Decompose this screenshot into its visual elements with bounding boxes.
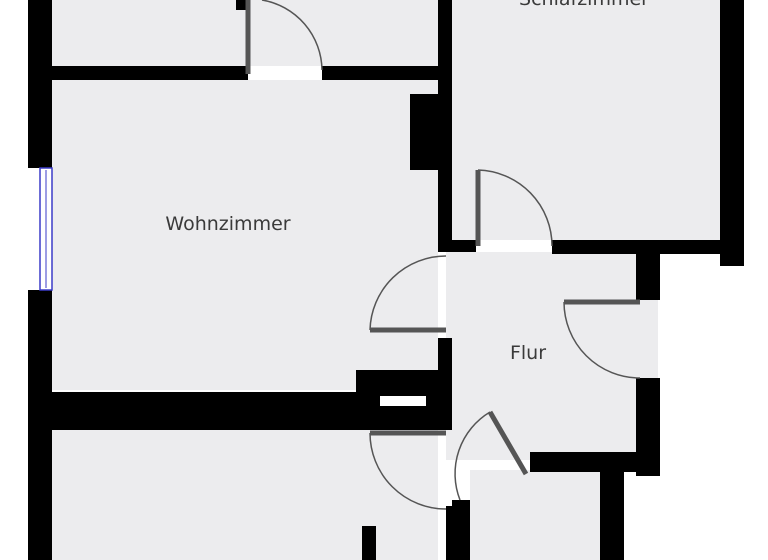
walls — [28, 0, 744, 560]
wall-bottom-middle-right — [600, 472, 624, 560]
wall-left-upper — [28, 0, 52, 168]
room-label-schlafzimmer: Schlafzimmer — [519, 0, 649, 10]
wall-flur-bottom — [530, 452, 660, 472]
floor-flur-lower — [446, 400, 636, 460]
wall-left-lower — [28, 290, 52, 560]
door-swing-arc — [369, 432, 447, 510]
floor-flur — [446, 252, 636, 412]
wall-horizontal-bump — [356, 370, 438, 392]
door-swing-arc — [563, 301, 641, 379]
doors — [245, 0, 641, 510]
floor-wohnzimmer — [52, 80, 438, 390]
wall-horizontal-main — [52, 392, 438, 430]
wall-top-room-bottom-left — [52, 66, 248, 80]
floor-top-left-room — [52, 0, 438, 66]
room-label-wohnzimmer: Wohnzimmer — [165, 213, 290, 235]
door-swing-arc — [454, 411, 491, 501]
window — [39, 167, 53, 291]
room-labels: Schlafzimmer Wohnzimmer Flur — [165, 0, 649, 364]
wall-schlafzimmer-bottom-left — [452, 240, 476, 252]
floor-schlafzimmer — [452, 0, 720, 240]
wall-schlafzimmer-right — [720, 0, 744, 266]
wall-top-room-bottom-right — [322, 66, 438, 80]
wall-flur-bottom-bevel — [452, 500, 470, 512]
wall-wohnzimmer-pillar — [410, 94, 438, 170]
room-label-flur: Flur — [510, 342, 546, 364]
floor-bottom-middle-room — [470, 470, 600, 560]
wall-center-vertical-upper — [438, 0, 452, 252]
door-swing-arc — [261, 0, 323, 71]
room-floors — [52, 0, 720, 560]
wall-flur-right-upper — [636, 254, 660, 300]
wall-opening — [380, 396, 426, 406]
floor-bottom-left-room — [52, 430, 438, 560]
door-leaf — [487, 410, 529, 476]
wall-top-room-divider — [236, 0, 248, 10]
wall-bottom-middle-left — [446, 506, 470, 560]
wall-schlafzimmer-bottom-right — [552, 240, 744, 254]
wall-flur-left-lower — [438, 338, 452, 430]
floor-doorway-right — [636, 300, 658, 378]
wall-bottom-left-stub — [362, 526, 376, 560]
door-swing-arc — [369, 255, 447, 331]
door-swing-arc — [477, 169, 553, 247]
